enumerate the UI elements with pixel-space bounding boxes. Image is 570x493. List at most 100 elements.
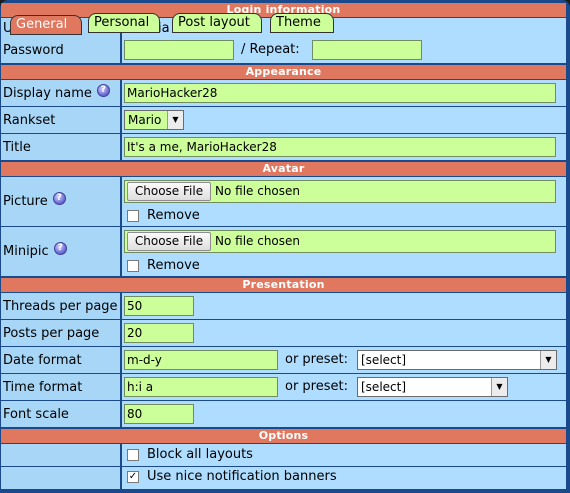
threads-per-page-input[interactable]: 50 — [124, 296, 194, 316]
rankset-select[interactable]: Mario ▼ — [124, 110, 184, 130]
display-name-value-cell: MarioHacker28 — [122, 80, 566, 106]
date-format-label: Date format — [3, 352, 82, 368]
file-status-text: No file chosen — [215, 184, 301, 198]
picture-value-cell: Choose File No file chosen Remove — [122, 177, 566, 226]
title-label: Title — [3, 139, 31, 155]
tab-post-layout[interactable]: Post layout — [172, 13, 262, 33]
choose-file-button[interactable]: Choose File — [127, 232, 211, 251]
repeat-label: / Repeat: — [241, 42, 300, 57]
font-scale-label: Font scale — [3, 406, 69, 422]
minipic-label-cell: Minipic ? — [1, 227, 120, 276]
settings-tab-bar: General Personal Post layout Theme — [0, 13, 570, 35]
password-row: Password / Repeat: — [1, 38, 566, 63]
tab-post-layout-label: Post layout — [178, 15, 250, 30]
posts-value-cell: 20 — [122, 320, 566, 346]
chevron-down-icon: ▼ — [491, 378, 507, 396]
display-name-row: Display name ? MarioHacker28 — [1, 80, 566, 106]
username-label: U — [3, 20, 13, 36]
minipic-value-cell: Choose File No file chosen Remove — [122, 227, 566, 276]
minipic-file-input[interactable]: Choose File No file chosen — [124, 230, 556, 253]
block-layouts-value-cell: Block all layouts — [122, 444, 566, 466]
threads-label-cell: Threads per page — [1, 293, 120, 319]
block-layouts-checkbox[interactable] — [127, 449, 139, 461]
rankset-label: Rankset — [3, 112, 56, 128]
chevron-down-icon: ▼ — [540, 351, 556, 369]
tab-personal[interactable]: Personal — [88, 13, 160, 33]
username-value: ia — [158, 21, 170, 36]
remove-minipic-checkbox[interactable] — [127, 260, 139, 272]
font-scale-input[interactable]: 80 — [124, 404, 194, 424]
display-name-label-cell: Display name ? — [1, 80, 120, 106]
display-name-input[interactable]: MarioHacker28 — [124, 83, 556, 103]
rankset-value-cell: Mario ▼ — [122, 107, 566, 133]
posts-per-page-row: Posts per page 20 — [1, 320, 566, 346]
title-input[interactable]: It's a me, MarioHacker28 — [124, 137, 556, 157]
picture-label: Picture — [3, 194, 48, 209]
section-title-options: Options — [258, 429, 309, 442]
font-scale-row: Font scale 80 — [1, 401, 566, 427]
checkmark-icon: ✓ — [128, 471, 138, 482]
block-layouts-label-cell — [1, 444, 120, 466]
date-format-input[interactable]: m-d-y — [124, 350, 278, 370]
password-label-cell: Password — [1, 38, 120, 63]
section-title-presentation: Presentation — [242, 278, 325, 291]
rankset-label-cell: Rankset — [1, 107, 120, 133]
date-format-label-cell: Date format — [1, 347, 120, 373]
question-mark-help-icon[interactable]: ? — [96, 83, 110, 97]
remove-picture-label: Remove — [147, 208, 200, 223]
question-mark-help-icon[interactable]: ? — [52, 192, 66, 205]
date-format-row: Date format m-d-y or preset: [select] ▼ — [1, 347, 566, 373]
chevron-down-icon: ▼ — [167, 111, 183, 129]
minipic-label: Minipic — [3, 244, 49, 259]
posts-per-page-label: Posts per page — [3, 325, 100, 341]
time-format-label-cell: Time format — [1, 374, 120, 400]
date-preset-selected-value: [select] — [361, 353, 407, 367]
picture-row: Picture ? Choose File No file chosen Rem… — [1, 177, 566, 226]
tab-theme[interactable]: Theme — [270, 13, 334, 33]
tab-personal-label: Personal — [94, 15, 150, 30]
font-scale-value-cell: 80 — [122, 401, 566, 427]
threads-value-cell: 50 — [122, 293, 566, 319]
posts-per-page-input[interactable]: 20 — [124, 323, 194, 343]
time-format-value-cell: h:i a or preset: [select] ▼ — [122, 374, 566, 400]
tab-general[interactable]: General — [10, 15, 82, 35]
title-label-cell: Title — [1, 134, 120, 160]
section-header-avatar: Avatar — [1, 162, 566, 176]
time-preset-select[interactable]: [select] ▼ — [357, 377, 508, 397]
rankset-selected-value: Mario — [128, 113, 162, 127]
block-layouts-row: Block all layouts — [1, 444, 566, 466]
tab-general-label: General — [16, 17, 68, 32]
time-format-row: Time format h:i a or preset: [select] ▼ — [1, 374, 566, 400]
nice-banners-checkbox[interactable]: ✓ — [127, 471, 139, 483]
remove-picture-checkbox[interactable] — [127, 210, 139, 222]
font-scale-label-cell: Font scale — [1, 401, 120, 427]
title-row: Title It's a me, MarioHacker28 — [1, 134, 566, 160]
password-label: Password — [3, 43, 64, 58]
block-layouts-label: Block all layouts — [147, 447, 253, 462]
section-header-presentation: Presentation — [1, 278, 566, 292]
display-name-label: Display name — [3, 85, 92, 101]
date-preset-select[interactable]: [select] ▼ — [357, 350, 557, 370]
remove-minipic-label: Remove — [147, 258, 200, 273]
picture-label-cell: Picture ? — [1, 177, 120, 226]
date-or-preset-label: or preset: — [285, 352, 348, 367]
picture-file-input[interactable]: Choose File No file chosen — [124, 180, 556, 203]
rankset-row: Rankset Mario ▼ — [1, 107, 566, 133]
date-format-value-cell: m-d-y or preset: [select] ▼ — [122, 347, 566, 373]
question-mark-help-icon[interactable]: ? — [53, 242, 67, 255]
nice-banners-label: Use nice notification banners — [147, 469, 337, 484]
threads-per-page-row: Threads per page 50 — [1, 293, 566, 319]
section-header-appearance: Appearance — [1, 65, 566, 79]
section-title-login: Login information — [226, 3, 341, 16]
nice-banners-label-cell — [1, 467, 120, 489]
password-value-cell: / Repeat: — [122, 38, 566, 63]
time-format-input[interactable]: h:i a — [124, 377, 278, 397]
time-format-label: Time format — [3, 379, 83, 395]
repeat-password-input[interactable] — [312, 40, 422, 60]
tab-theme-label: Theme — [276, 15, 321, 30]
choose-file-button[interactable]: Choose File — [127, 182, 211, 201]
time-preset-selected-value: [select] — [361, 380, 407, 394]
password-input[interactable] — [124, 40, 234, 60]
section-title-appearance: Appearance — [245, 65, 322, 78]
